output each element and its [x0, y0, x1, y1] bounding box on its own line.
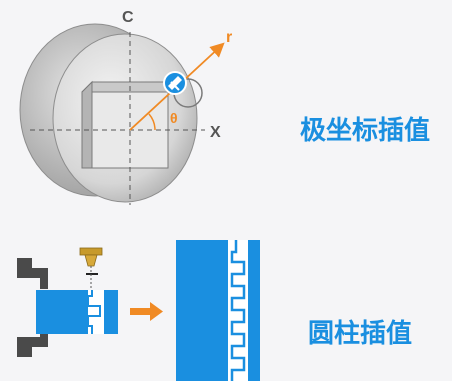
cylinder-workpiece	[36, 290, 118, 334]
transform-arrow-icon	[130, 302, 163, 321]
polar-interpolation-title: 极坐标插值	[300, 116, 431, 146]
cylindrical-panel	[17, 240, 260, 381]
c-axis-label: C	[122, 9, 134, 26]
theta-label: θ	[170, 110, 178, 126]
unrolled-groove-path	[230, 240, 246, 381]
theta-arc	[148, 113, 156, 131]
polar-panel: C X r θ	[19, 9, 232, 205]
cutter-icon	[163, 71, 187, 95]
x-axis-label: X	[210, 124, 221, 141]
tool-icon	[79, 247, 103, 288]
cylindrical-interpolation-title: 圆柱插值	[308, 319, 413, 349]
r-axis-label: r	[226, 29, 232, 46]
workpiece-groove	[88, 290, 104, 334]
